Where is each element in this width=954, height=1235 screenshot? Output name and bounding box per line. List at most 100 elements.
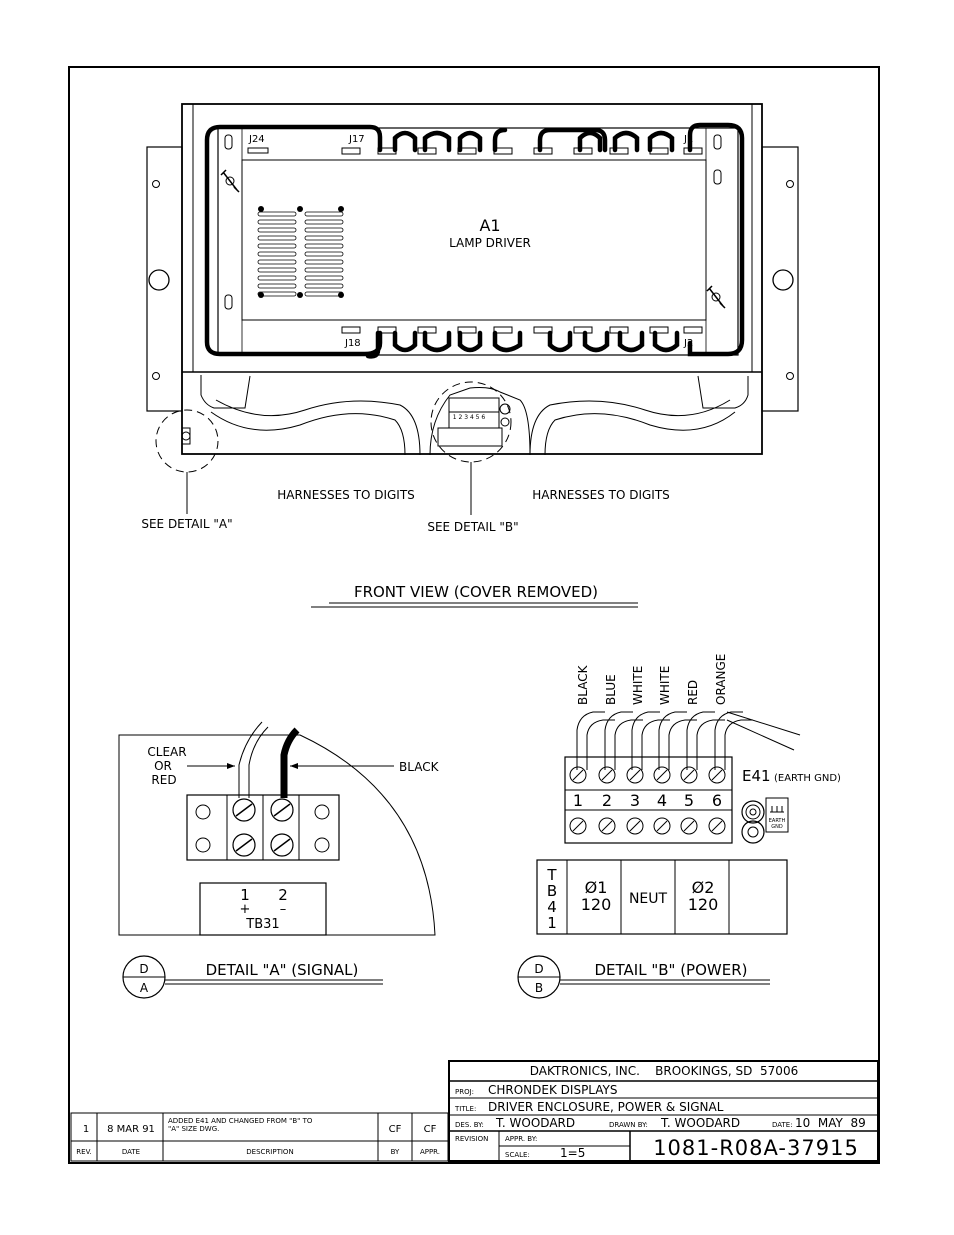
terminal-strip-mini: 1 2 3 4 5 6 [437,397,511,447]
vent-slot [304,275,344,281]
earth-ground-screw-icon [741,800,765,844]
vent-slot [304,219,344,225]
tb31-label: TB31 [245,917,279,932]
terminal-screw-icon [569,766,587,784]
tb-letter: 4 [547,898,557,916]
phase1-label: Ø1 [585,878,608,897]
vent-slot [304,291,344,297]
terminal-screw-icon [653,817,671,835]
bubble-b-bottom: B [535,981,543,995]
scale-label: SCALE: [505,1151,530,1159]
earth-ground-tag [765,797,789,833]
power-cable [726,719,795,751]
power-wire [696,719,725,770]
vent-slot [257,243,297,249]
terminal-screw-icon [680,817,698,835]
screw-icon [270,833,294,857]
detail-a-callout [155,409,219,473]
vent-slot [257,267,297,273]
terminal-screw-icon [626,766,644,784]
screw-icon [270,798,294,822]
terminal-1-num: 1 [240,886,250,904]
phase2-label: Ø2 [692,878,715,897]
board-dot [338,206,344,212]
rev-desc-line2: "A" SIZE DWG. [168,1125,219,1133]
harness-label-right: HARNESSES TO DIGITS [532,488,670,502]
terminal-number: 6 [712,791,722,810]
phase1-voltage: 120 [581,895,612,914]
see-detail-a: SEE DETAIL "A" [141,517,232,531]
vent-slot [304,267,344,273]
harness-wires [204,122,745,359]
power-wire [604,711,633,770]
connector-block [533,326,553,334]
wire-color-label: BLUE [604,674,618,705]
des-label: DES. BY: [455,1121,484,1129]
power-wire [658,711,687,770]
wire-color-label: WHITE [658,666,672,705]
flange-hole [152,180,160,188]
connector-j18: J18 [344,338,361,349]
lower-harnesses [181,375,749,456]
scale-value: 1=5 [560,1146,585,1160]
connector-block [573,147,593,155]
power-wire [641,719,670,770]
terminal-number: 2 [602,791,612,810]
connector-block [533,147,553,155]
connector-block [457,326,477,334]
title-block: DAKTRONICS, INC. BROOKINGS, SD 57006 PRO… [448,1060,879,1162]
clear-label: CLEAR [147,745,186,759]
a1-label: A1 [479,216,500,235]
vent-slot [257,259,297,265]
drawn-by: T. WOODARD [660,1116,740,1130]
detail-b-title: DETAIL "B" (POWER) [595,961,748,979]
bubble-a-bottom: A [140,981,149,995]
black-label: BLACK [399,760,440,774]
wire-color-label: RED [686,680,700,705]
polarity-plus: + [240,902,251,917]
left-flange [146,146,183,412]
vent-slot [304,235,344,241]
terminal-number: 5 [684,791,694,810]
drawing-title: DRIVER ENCLOSURE, POWER & SIGNAL [488,1100,724,1114]
rev-number: 1 [83,1124,89,1135]
header-date: DATE [122,1148,140,1156]
terminal-screw-icon [598,766,616,784]
terminal-screw-icon [680,766,698,784]
terminal-number: 4 [657,791,667,810]
connector-block [649,326,669,334]
tb-letter: 1 [547,914,557,932]
flange-hole [786,372,794,380]
red-label: RED [151,773,176,787]
wire-color-label: BLACK [576,664,590,705]
vent-slot [304,211,344,217]
vent-slot [304,227,344,233]
terminal-screw-icon [653,766,671,784]
vent-slot [257,291,297,297]
enclosure [181,103,763,455]
terminal-screw-icon [626,817,644,835]
terminal-screw-icon [708,817,726,835]
tb-letter: B [547,882,557,900]
driver-board [217,127,739,356]
gnd-small: GND [771,824,783,830]
connector-block [683,147,703,155]
power-wire [631,711,660,770]
connector-block [341,147,361,155]
rev-desc-line1: ADDED E41 AND CHANGED FROM "B" TO [168,1117,313,1125]
power-cable [726,711,801,736]
header-appr: APPR. [420,1148,440,1156]
phase2-voltage: 120 [688,895,719,914]
revision-label: REVISION [455,1135,488,1143]
rev-appr: CF [424,1124,437,1135]
wing-nut-icon [706,285,726,309]
bubble-a-top: D [139,962,148,976]
board-dot [258,206,264,212]
terminal-number: 3 [630,791,640,810]
flange-hole [772,269,794,291]
vent-slot [304,259,344,265]
proj-label: PROJ: [455,1088,474,1096]
